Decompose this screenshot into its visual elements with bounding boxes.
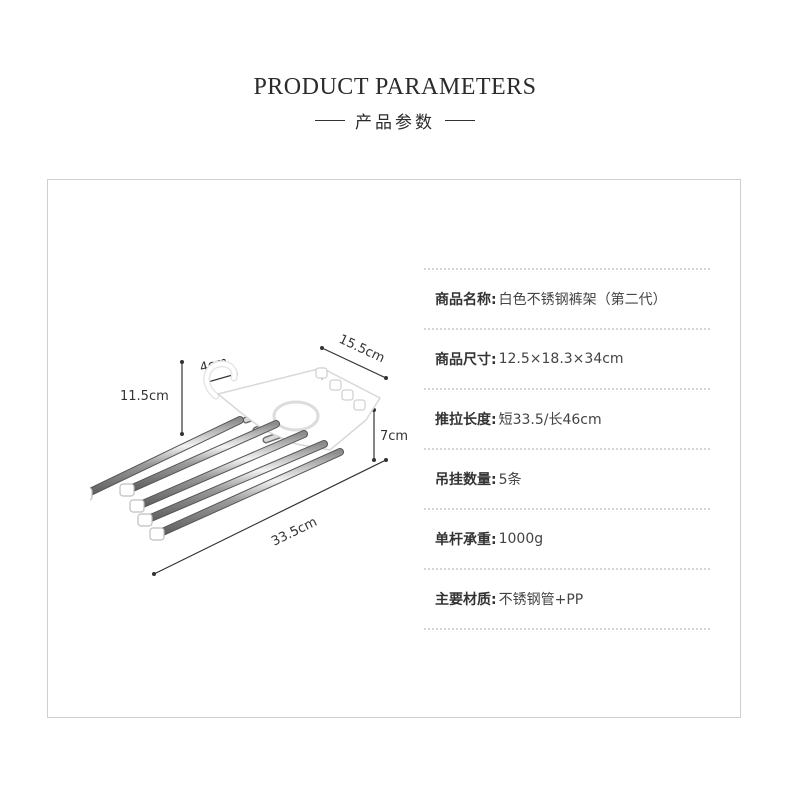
dimension-height-label: 11.5cm: [120, 389, 169, 404]
param-row-hang-count: 吊挂数量: 5条: [424, 450, 710, 508]
dimension-height: [180, 360, 184, 436]
content-frame: [47, 179, 741, 718]
dimension-length: [152, 458, 388, 576]
param-value: 白色不锈钢裤架（第二代）: [498, 292, 667, 308]
param-label: 吊挂数量:: [435, 472, 497, 488]
dimension-width-label: 15.5cm: [336, 332, 387, 366]
title-chinese-row: 产品参数: [0, 108, 790, 133]
param-value: 12.5×18.3×34cm: [498, 351, 624, 367]
param-separator: [424, 448, 710, 450]
dimension-length-label: 33.5cm: [269, 515, 319, 550]
dimension-depth-label: 7cm: [380, 429, 408, 444]
title-english: PRODUCT PARAMETERS: [253, 74, 537, 100]
param-row-size: 商品尺寸: 12.5×18.3×34cm: [424, 330, 710, 388]
param-value: 1000g: [498, 531, 544, 547]
param-separator: [424, 568, 710, 570]
param-label: 商品名称:: [435, 292, 497, 308]
param-value: 短33.5/长46cm: [498, 412, 602, 428]
param-separator: [424, 268, 710, 270]
parameter-list: 商品名称: 白色不锈钢裤架（第二代） 商品尺寸: 12.5×18.3×34cm …: [424, 268, 710, 630]
param-value: 不锈钢管+PP: [498, 592, 584, 608]
param-value: 5条: [498, 472, 522, 488]
param-label: 商品尺寸:: [435, 352, 497, 368]
title-line-left: [315, 119, 345, 121]
param-label: 单杆承重:: [435, 532, 497, 548]
param-separator: [424, 628, 710, 630]
param-separator: [424, 388, 710, 390]
dimension-depth: [372, 408, 376, 462]
dimension-width: [320, 346, 388, 380]
hanger-rods: [90, 360, 382, 541]
title-line-right: [445, 119, 475, 121]
param-separator: [424, 508, 710, 510]
title-chinese: 产品参数: [355, 112, 435, 133]
param-row-material: 主要材质: 不锈钢管+PP: [424, 570, 710, 628]
param-row-load: 单杆承重: 1000g: [424, 510, 710, 568]
pants-hanger-illustration: 11.5cm 4cm 15.5cm 7cm 33.5cm: [90, 332, 408, 576]
param-row-name: 商品名称: 白色不锈钢裤架（第二代）: [424, 270, 710, 328]
param-label: 推拉长度:: [435, 412, 497, 428]
param-label: 主要材质:: [435, 592, 497, 608]
param-row-pull-length: 推拉长度: 短33.5/长46cm: [424, 390, 710, 448]
param-separator: [424, 328, 710, 330]
